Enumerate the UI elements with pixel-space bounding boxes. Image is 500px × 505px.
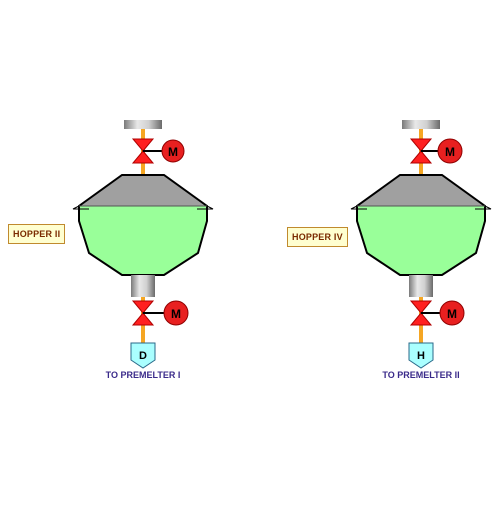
top-valve[interactable] bbox=[409, 138, 433, 164]
bottom-outlet-pipe bbox=[409, 275, 433, 297]
bottom-outlet-pipe bbox=[131, 275, 155, 297]
bottom-valve[interactable] bbox=[409, 300, 433, 326]
bottom-motor-label: M bbox=[171, 307, 181, 321]
bottom-motor[interactable]: M bbox=[439, 300, 465, 326]
top-inlet-pipe bbox=[124, 120, 162, 129]
bottom-motor-label: M bbox=[447, 307, 457, 321]
hopper-ii-label[interactable]: HOPPER II bbox=[8, 224, 66, 244]
top-motor-label: M bbox=[445, 145, 455, 159]
hopper-unit-2: M M H bbox=[350, 120, 492, 369]
bottom-valve[interactable] bbox=[131, 300, 155, 326]
top-motor[interactable]: M bbox=[161, 139, 185, 163]
top-valve[interactable] bbox=[131, 138, 155, 164]
top-motor-label: M bbox=[168, 145, 178, 159]
destination-code: H bbox=[417, 350, 425, 362]
bottom-motor[interactable]: M bbox=[163, 300, 189, 326]
destination-code: D bbox=[139, 350, 147, 362]
destination-chute[interactable]: D bbox=[130, 342, 156, 369]
hopper-iv-label[interactable]: HOPPER IV bbox=[287, 227, 348, 247]
top-motor[interactable]: M bbox=[437, 138, 463, 164]
destination-chute[interactable]: H bbox=[408, 342, 434, 369]
hopper-vessel[interactable] bbox=[350, 174, 492, 276]
hopper-vessel[interactable] bbox=[72, 174, 214, 276]
destination-label-2: TO PREMELTER II bbox=[382, 370, 460, 380]
destination-label-1: TO PREMELTER I bbox=[105, 370, 181, 380]
top-inlet-pipe bbox=[402, 120, 440, 129]
hopper-unit-1: M M bbox=[72, 120, 214, 369]
